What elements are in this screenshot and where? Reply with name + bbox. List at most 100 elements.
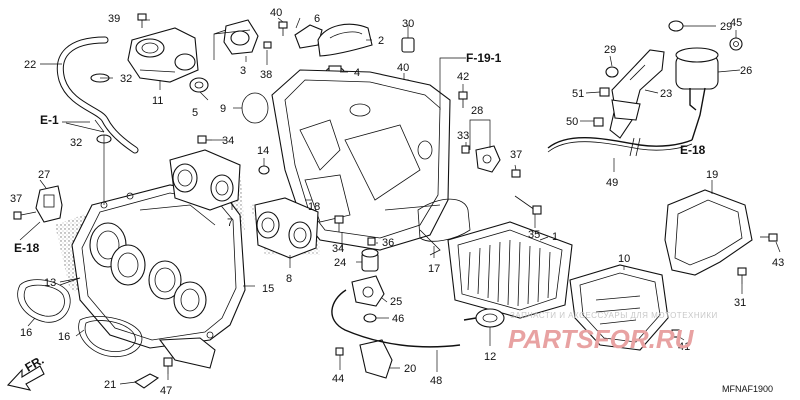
label-4: 4 [354,67,360,79]
gasket-16-left [17,279,71,323]
label-35: 35 [528,229,540,241]
air-cleaner-cover-10 [569,264,669,351]
ref-e1: E-1 [40,113,59,127]
bolt-42 [458,91,468,108]
label-17: 17 [428,263,440,275]
label-50: 50 [566,116,578,128]
bolt-36 [367,237,376,246]
bolt-40-top [278,21,288,36]
bolt-47 [163,357,173,374]
bolt-33 [461,145,470,154]
bolt-43 [760,233,778,242]
label-24: 24 [334,257,346,269]
air-filter-element-1 [447,221,573,319]
label-37-right: 37 [510,149,522,161]
collar-30 [401,37,415,53]
cover-2 [317,23,373,57]
label-33: 33 [457,130,469,142]
label-39: 39 [108,13,120,25]
label-41: 41 [678,341,690,353]
solenoid-valve-26 [675,47,719,141]
side-cover-19 [664,189,753,276]
bolt-51 [599,87,610,97]
label-51: 51 [572,88,584,100]
air-cleaner-case-18 [271,69,451,256]
valve-bracket-lower [611,99,641,121]
grommet-29-lower [605,66,619,78]
label-6: 6 [314,13,320,25]
label-42: 42 [457,71,469,83]
gasket-13 [59,277,81,286]
tube-48 [331,289,461,348]
bolt-31 [737,267,747,284]
label-29-lower: 29 [604,44,616,56]
label-40-side: 40 [397,62,409,74]
clip-21 [133,373,160,389]
label-5: 5 [192,107,198,119]
o-ring-9 [241,92,269,124]
label-20: 20 [404,363,416,375]
label-19: 19 [706,169,718,181]
label-12: 12 [484,351,496,363]
washer-14 [258,165,270,175]
reed-valve-7 [169,149,241,211]
bracket-23 [609,49,665,139]
label-23: 23 [660,88,672,100]
watermark: ЗАПЧАСТИ И АКСЕССУАРЫ ДЛЯ МОТОТЕХНИКИ PA… [508,311,718,354]
bolt-44 [335,347,344,356]
ref-e18-right: E-18 [680,143,706,157]
part-labels: 22 32 32 39 11 3 5 9 40 6 2 4 38 30 40 4… [10,7,784,397]
label-13: 13 [44,277,56,289]
washer-46 [363,313,377,323]
sensor-24 [361,248,379,272]
cylinder-head-cover-15 [71,184,246,349]
valve-25 [351,275,385,307]
label-45: 45 [730,17,742,29]
label-25: 25 [390,296,402,308]
label-16-right: 16 [58,331,70,343]
ref-f19-1: F-19-1 [466,51,502,65]
watermark-tagline: ЗАПЧАСТИ И АКСЕССУАРЫ ДЛЯ МОТОТЕХНИКИ [510,311,718,320]
label-43: 43 [772,257,784,269]
bolt-50 [593,117,604,127]
front-direction-arrow [6,365,45,391]
label-37-left: 37 [10,193,22,205]
label-30: 30 [402,18,414,30]
label-10: 10 [618,253,630,265]
bolt-41 [671,329,680,338]
label-32-upper: 32 [120,73,132,85]
bolt-35 [514,195,542,215]
label-29-upper: 29 [720,21,732,33]
diagram-code: MFNAF1900 [722,384,773,394]
intake-joint-11 [127,27,199,83]
bolt-39 [137,13,147,28]
label-9: 9 [220,103,226,115]
label-32-lower: 32 [70,137,82,149]
hose-49 [547,137,693,157]
label-49: 49 [606,177,618,189]
label-31: 31 [734,297,746,309]
bolt-38 [263,41,272,49]
fitting-12 [463,308,505,328]
label-27: 27 [38,169,50,181]
label-38: 38 [260,69,272,81]
label-21: 21 [104,379,116,391]
label-11: 11 [152,95,163,107]
label-14: 14 [257,145,269,157]
bracket-6 [294,24,323,49]
label-36: 36 [382,237,394,249]
label-15: 15 [262,283,274,295]
label-22: 22 [24,59,36,71]
joint-5 [189,77,209,93]
bracket-cover-bottom [158,337,216,369]
label-2: 2 [378,35,384,47]
label-3: 3 [240,65,246,77]
label-34-upper: 34 [222,135,234,147]
label-16-left: 16 [20,327,32,339]
label-47: 47 [160,385,172,397]
label-1: 1 [552,231,558,243]
breather-hose-22 [56,36,139,154]
label-7: 7 [227,217,233,229]
bolt-34-upper [197,135,212,144]
bolt-37-right [511,169,521,178]
